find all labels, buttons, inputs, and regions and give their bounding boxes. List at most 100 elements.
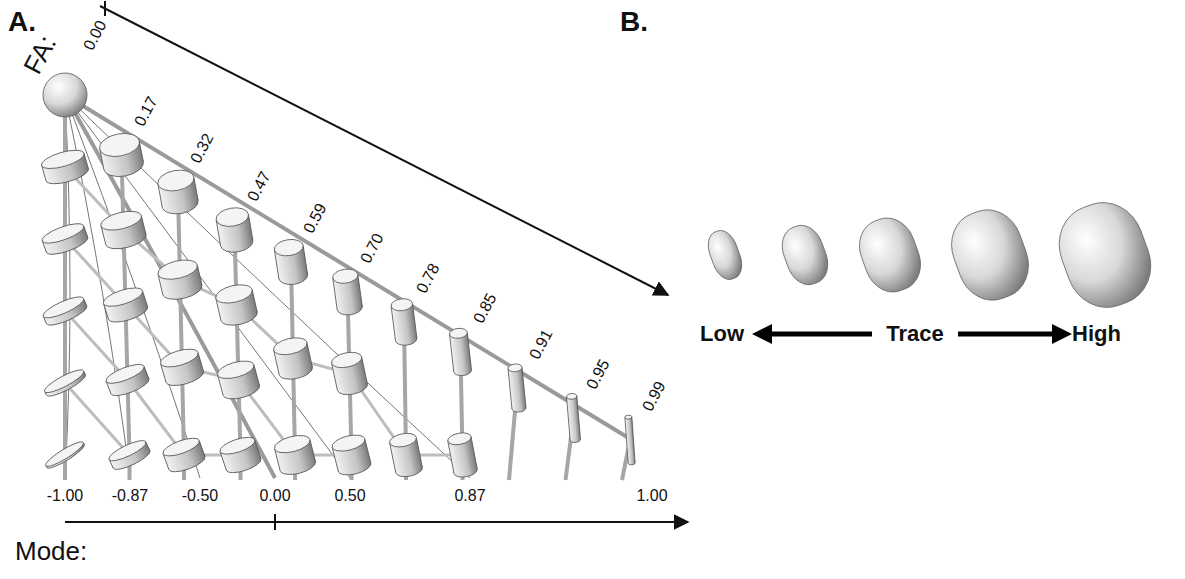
- glyph-part: [362, 357, 368, 384]
- fa-value: 0.70: [357, 231, 386, 266]
- tensor-glyph: [508, 363, 527, 412]
- glyph-part: [447, 431, 472, 446]
- tensor-glyph: [156, 167, 200, 216]
- trace-title: Trace: [886, 323, 944, 345]
- glyph-part: [303, 245, 307, 274]
- trace-glyph: [703, 227, 746, 284]
- glyph-part: [310, 440, 316, 462]
- glyph-part: [388, 431, 417, 449]
- glyph-part: [197, 265, 202, 285]
- glyph-part: [252, 290, 257, 312]
- mode-isoline: [65, 95, 632, 440]
- glyph-part: [390, 443, 396, 473]
- fa-value: 0.17: [131, 94, 160, 129]
- glyph-part: [194, 177, 198, 200]
- high-arrow: [958, 332, 1064, 337]
- fa-value: 0.99: [640, 379, 669, 414]
- axis-label: Mode:: [15, 538, 87, 564]
- panel-label: B.: [620, 8, 648, 36]
- glyph-part: [41, 293, 86, 322]
- tensor-glyph: [388, 431, 423, 479]
- low-arrow: [760, 332, 872, 337]
- tensor-glyph: [449, 327, 472, 376]
- glyph-part: [43, 439, 85, 470]
- tensor-glyph: [98, 130, 146, 180]
- mode-value: 0.00: [259, 488, 290, 504]
- glyph-part: [413, 303, 417, 337]
- fa-value: 0.78: [414, 261, 443, 296]
- mode-value: -1.00: [47, 488, 83, 504]
- mode-axis: [65, 521, 688, 523]
- glyph-part: [255, 440, 261, 459]
- glyph-part: [254, 365, 260, 385]
- glyph-part: [104, 361, 146, 387]
- mode-value: -0.87: [112, 488, 148, 504]
- tensor-glyph: [40, 147, 91, 188]
- glyph-part: [84, 153, 88, 168]
- glyph-part: [144, 366, 149, 378]
- tensor-glyph: [214, 282, 259, 329]
- trace-low: Low: [700, 323, 744, 345]
- mode-value: 1.00: [636, 488, 667, 504]
- glyph-part: [390, 298, 413, 312]
- glyph-part: [156, 167, 196, 193]
- tensor-glyph: [272, 335, 314, 382]
- trace-glyph: [776, 220, 834, 290]
- tensor-glyph: [161, 435, 207, 476]
- tensor-glyph: [330, 432, 372, 478]
- glyph-part: [142, 291, 147, 307]
- glyph-part: [449, 327, 468, 339]
- tensor-glyph: [566, 393, 580, 443]
- glyph-part: [450, 334, 454, 371]
- mode-value: 0.87: [454, 488, 485, 504]
- glyph-field: [40, 73, 636, 479]
- glyph-part: [42, 366, 86, 396]
- mode-value: 0.50: [334, 488, 365, 504]
- glyph-part: [567, 396, 581, 440]
- glyph-part: [214, 282, 254, 307]
- tensor-glyph: [156, 257, 204, 303]
- fa-value: 0.95: [583, 357, 612, 392]
- glyph-part: [161, 435, 201, 460]
- glyph-part: [84, 226, 88, 237]
- glyph-part: [139, 141, 143, 161]
- glyph-part: [101, 284, 144, 310]
- glyph-part: [199, 441, 205, 457]
- glyph-part: [566, 393, 577, 400]
- glyph-part: [391, 306, 395, 340]
- trace-glyph: [852, 211, 929, 299]
- tensor-glyph: [215, 205, 255, 254]
- glyph-grid-lines: [65, 95, 632, 480]
- fa-axis: [100, 6, 668, 295]
- trace-glyphs: [703, 192, 1162, 318]
- fa-value: 0.85: [470, 291, 499, 326]
- tensor-glyph: [273, 238, 309, 287]
- mode-value: -0.50: [182, 488, 218, 504]
- fa-value: 0.59: [301, 201, 330, 236]
- glyph-part: [508, 369, 512, 409]
- glyph-part: [272, 335, 309, 358]
- trace-high: High: [1072, 323, 1121, 345]
- glyph-part: [40, 147, 86, 173]
- fa-isoline: [65, 239, 352, 455]
- tensor-glyph: [104, 361, 151, 400]
- fa-axis-tick: [104, 1, 106, 16]
- tensor-glyph: [40, 220, 90, 258]
- tensor-glyph: [42, 366, 88, 399]
- glyph-part: [333, 278, 337, 310]
- mode-isoline: [65, 95, 275, 478]
- glyph-part: [508, 367, 526, 409]
- glyph-part: [467, 332, 471, 369]
- fa-value: 0.32: [188, 131, 217, 166]
- glyph-part: [159, 346, 201, 371]
- fa-value: 0.91: [527, 327, 556, 362]
- tensor-glyph: [218, 434, 263, 476]
- trace-glyph: [1048, 192, 1163, 318]
- glyph-part: [508, 363, 523, 372]
- axis-label: FA:: [19, 31, 60, 78]
- tensor-glyph: [273, 432, 318, 477]
- tensor-glyph: [43, 439, 86, 472]
- glyph-part: [99, 208, 143, 234]
- glyph-part: [218, 434, 257, 458]
